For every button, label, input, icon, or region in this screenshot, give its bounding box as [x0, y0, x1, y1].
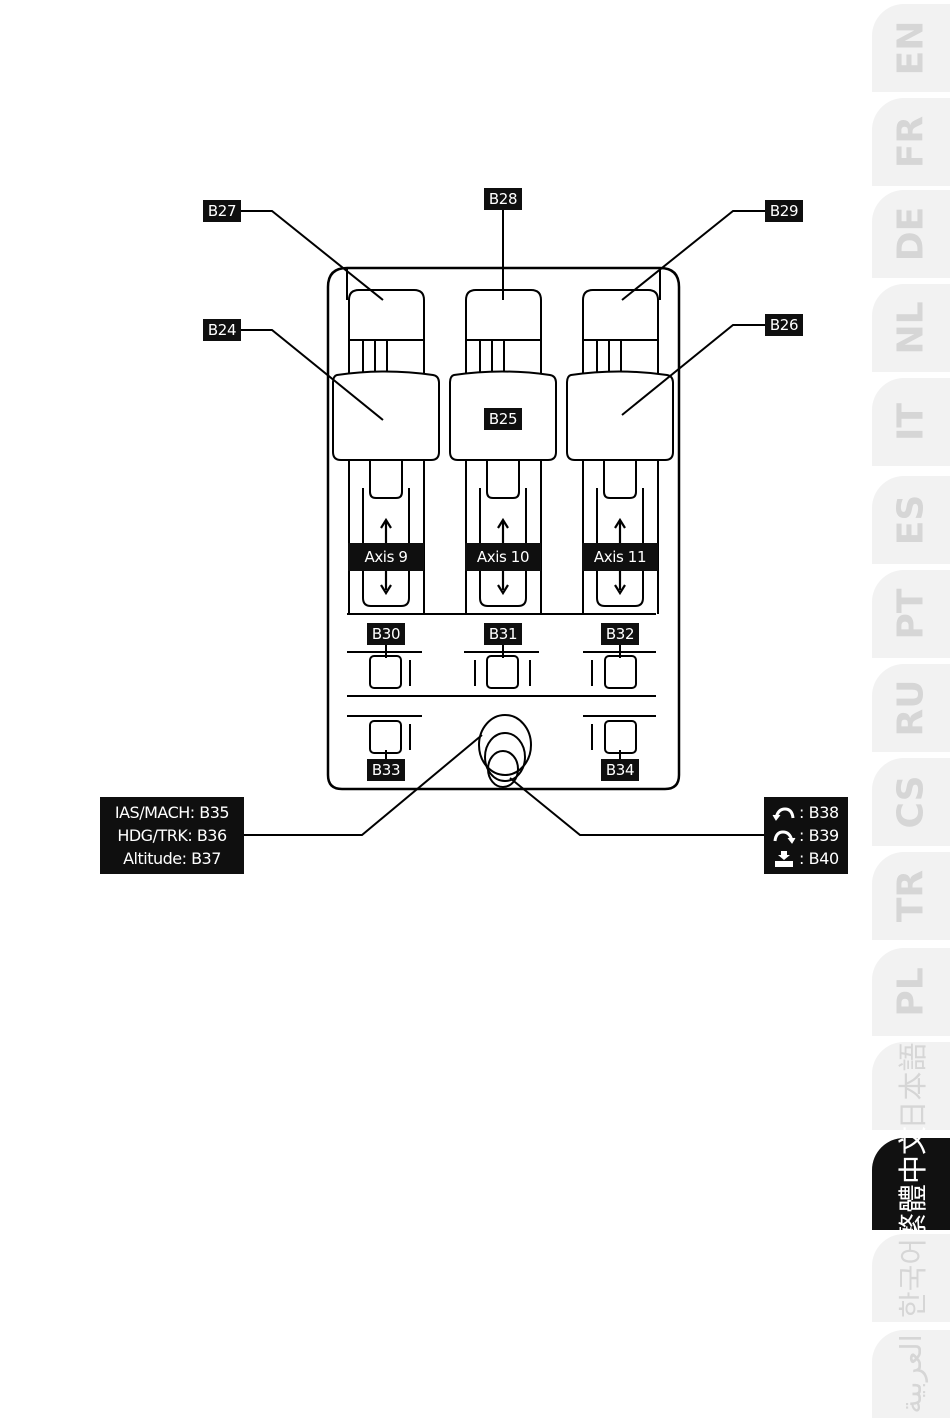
rotate-left-icon: [772, 804, 796, 822]
tab-lang-cs[interactable]: CS: [872, 758, 950, 846]
tab-lang-ko[interactable]: 한국어: [872, 1234, 950, 1322]
switch-row-bottom: [347, 716, 656, 753]
knob-action-push-down: : B40: [764, 847, 848, 870]
tab-lang-nl[interactable]: NL: [872, 284, 950, 372]
knob-action-rotate-left: : B38: [764, 801, 848, 824]
rotate-right-icon: [772, 827, 796, 845]
switch-row-top: [347, 652, 656, 688]
knob-action-legend: : B38 : B39 : B40: [764, 797, 848, 874]
label-b24: B24: [203, 319, 241, 341]
language-tab-strip: EN FR DE NL IT ES PT RU CS TR PL 日本語 繁體中…: [872, 0, 950, 1425]
label-b34: B34: [601, 759, 639, 781]
push-down-icon: [772, 850, 796, 868]
switch-label-stubs: [386, 644, 620, 760]
label-axis-10: Axis 10: [465, 543, 541, 571]
tab-lang-pl[interactable]: PL: [872, 948, 950, 1036]
label-b26: B26: [765, 314, 803, 336]
label-b30: B30: [367, 623, 405, 645]
knob-function-altitude: Altitude: B37: [100, 847, 244, 870]
label-axis-9: Axis 9: [348, 543, 424, 571]
label-b28: B28: [484, 188, 522, 210]
tab-lang-fr[interactable]: FR: [872, 98, 950, 186]
tab-lang-de[interactable]: DE: [872, 190, 950, 278]
label-b25: B25: [484, 408, 522, 430]
tab-lang-ja[interactable]: 日本語: [872, 1042, 950, 1130]
knob-action-rotate-right: : B39: [764, 824, 848, 847]
tab-lang-ar[interactable]: العربية: [872, 1330, 950, 1418]
label-b33: B33: [367, 759, 405, 781]
label-b27: B27: [203, 200, 241, 222]
knob-function-ias-mach: IAS/MACH: B35: [100, 801, 244, 824]
tab-lang-ru[interactable]: RU: [872, 664, 950, 752]
tab-lang-tr[interactable]: TR: [872, 852, 950, 940]
tab-lang-it[interactable]: IT: [872, 378, 950, 466]
tab-lang-en[interactable]: EN: [872, 4, 950, 92]
rotary-knob: [479, 715, 531, 787]
tab-lang-es[interactable]: ES: [872, 476, 950, 564]
label-b32: B32: [601, 623, 639, 645]
label-b31: B31: [484, 623, 522, 645]
tab-lang-zh-tw[interactable]: 繁體中文: [872, 1138, 950, 1230]
knob-function-legend: IAS/MACH: B35 HDG/TRK: B36 Altitude: B37: [100, 797, 244, 874]
throttle-quadrant-drawing: [0, 0, 860, 900]
label-axis-11: Axis 11: [582, 543, 658, 571]
tab-lang-pt[interactable]: PT: [872, 570, 950, 658]
label-b29: B29: [765, 200, 803, 222]
knob-function-hdg-trk: HDG/TRK: B36: [100, 824, 244, 847]
